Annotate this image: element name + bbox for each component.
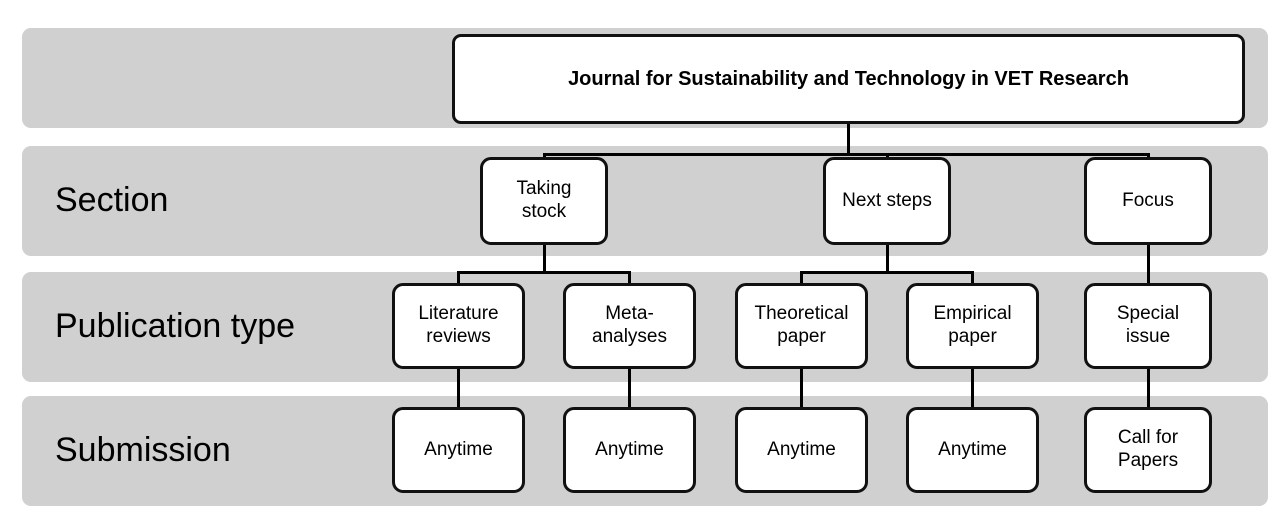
node-section-focus[interactable]: Focus bbox=[1084, 157, 1212, 245]
node-section-taking-stock[interactable]: Taking stock bbox=[480, 157, 608, 245]
connector-literature-reviews-to-submission bbox=[457, 369, 460, 427]
node-section-next-steps-line1: Next steps bbox=[842, 189, 932, 211]
node-submission-literature-reviews[interactable]: Anytime bbox=[392, 407, 525, 493]
node-publication-meta-analyses-line2: analyses bbox=[592, 326, 667, 347]
node-publication-literature-reviews-line2: reviews bbox=[426, 326, 491, 347]
node-submission-meta-analyses[interactable]: Anytime bbox=[563, 407, 696, 493]
row-label-publication-type: Publication type bbox=[55, 307, 296, 345]
node-publication-literature-reviews-line1: Literature bbox=[418, 303, 499, 325]
node-section-next-steps[interactable]: Next steps bbox=[823, 157, 951, 245]
node-publication-special-issue[interactable]: Special issue bbox=[1084, 283, 1212, 369]
node-submission-special-issue-line2: Papers bbox=[1117, 450, 1179, 471]
node-submission-special-issue[interactable]: Call for Papers bbox=[1084, 407, 1212, 493]
row-label-section: Section bbox=[55, 181, 169, 219]
node-publication-empirical-paper-line1: Empirical bbox=[933, 303, 1012, 325]
node-publication-literature-reviews[interactable]: Literature reviews bbox=[392, 283, 525, 369]
node-publication-empirical-paper-line2: paper bbox=[948, 326, 997, 347]
connector-title-bus bbox=[543, 153, 1150, 156]
connector-next-steps-stem bbox=[886, 245, 889, 273]
node-publication-empirical-paper[interactable]: Empirical paper bbox=[906, 283, 1039, 369]
node-publication-meta-analyses[interactable]: Meta- analyses bbox=[563, 283, 696, 369]
connector-taking-stock-bus bbox=[457, 271, 631, 274]
node-publication-meta-analyses-line1: Meta- bbox=[605, 303, 654, 325]
node-submission-special-issue-line1: Call for bbox=[1117, 427, 1179, 449]
node-journal-title[interactable]: Journal for Sustainability and Technolog… bbox=[452, 34, 1245, 124]
connector-theoretical-paper-to-submission bbox=[800, 369, 803, 427]
connector-meta-analyses-to-submission bbox=[628, 369, 631, 427]
row-band-section bbox=[22, 146, 1268, 256]
connector-title-stem bbox=[847, 123, 850, 156]
node-section-taking-stock-line1: Taking bbox=[516, 178, 572, 200]
connector-next-steps-bus bbox=[800, 271, 974, 274]
node-submission-meta-analyses-line1: Anytime bbox=[595, 438, 664, 460]
node-submission-literature-reviews-line1: Anytime bbox=[424, 438, 493, 460]
connector-special-issue-to-submission bbox=[1147, 369, 1150, 427]
row-label-submission: Submission bbox=[55, 431, 231, 469]
node-submission-empirical-paper-line1: Anytime bbox=[938, 438, 1007, 460]
connector-empirical-paper-to-submission bbox=[971, 369, 974, 427]
node-section-taking-stock-line2: stock bbox=[521, 201, 567, 222]
connector-taking-stock-stem bbox=[543, 245, 546, 273]
node-publication-special-issue-line1: Special bbox=[1116, 303, 1180, 325]
node-submission-empirical-paper[interactable]: Anytime bbox=[906, 407, 1039, 493]
node-publication-special-issue-line2: issue bbox=[1125, 326, 1171, 347]
node-section-focus-line1: Focus bbox=[1122, 189, 1174, 211]
node-publication-theoretical-paper-line1: Theoretical bbox=[754, 303, 849, 325]
node-journal-title-label: Journal for Sustainability and Technolog… bbox=[568, 68, 1129, 90]
node-submission-theoretical-paper[interactable]: Anytime bbox=[735, 407, 868, 493]
node-submission-theoretical-paper-line1: Anytime bbox=[767, 438, 836, 460]
node-publication-theoretical-paper[interactable]: Theoretical paper bbox=[735, 283, 868, 369]
connector-focus-to-special-issue bbox=[1147, 245, 1150, 303]
node-publication-theoretical-paper-line2: paper bbox=[777, 326, 826, 347]
